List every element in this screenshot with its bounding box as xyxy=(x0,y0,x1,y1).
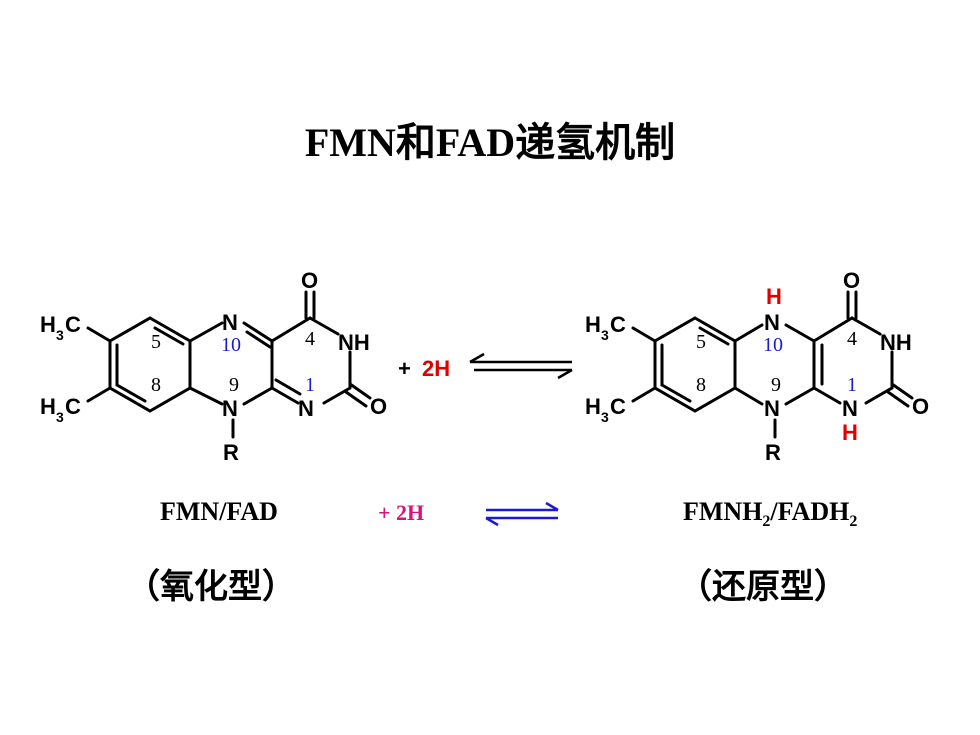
svg-text:H: H xyxy=(585,394,601,419)
equilibrium-arrow-icon xyxy=(469,352,573,380)
benzene-inner-bond xyxy=(698,326,730,346)
atom-nh: NH xyxy=(880,330,912,355)
methyl-bond xyxy=(631,386,657,403)
atom-o: O xyxy=(370,394,387,419)
atom-o: O xyxy=(301,268,318,293)
atom-o: O xyxy=(843,268,860,293)
bond xyxy=(850,316,882,336)
double-bond xyxy=(274,378,302,396)
oxidized-form-label: （氧化型） xyxy=(126,567,296,607)
svg-text:C: C xyxy=(610,394,626,419)
atom-h-red: H xyxy=(842,420,858,445)
ring-number: 5 xyxy=(151,331,161,353)
svg-text:3: 3 xyxy=(601,327,609,343)
atom-r: R xyxy=(765,440,781,465)
atom-n9: N xyxy=(222,396,238,421)
carbonyl-bond xyxy=(348,382,372,400)
bond xyxy=(733,386,764,406)
reduced-structure: H N N N H NH O O R H 3 C H 3 C 5 8 9 4 1… xyxy=(585,268,929,465)
bond xyxy=(188,386,224,406)
atom-n10: N xyxy=(764,310,780,335)
svg-text:C: C xyxy=(65,312,81,337)
ring-number-blue: 10 xyxy=(221,334,241,356)
oxidized-structure: N N N NH O O R H 3 C H 3 C 5 8 9 4 10 1 xyxy=(40,268,387,465)
svg-text:H: H xyxy=(585,312,601,337)
atom-o: O xyxy=(912,394,929,419)
atom-n1: N xyxy=(842,396,858,421)
svg-text:C: C xyxy=(610,312,626,337)
bond xyxy=(733,323,764,343)
reduced-name: FMNH2/FADH2 xyxy=(683,497,858,531)
benzene-ring xyxy=(653,316,737,413)
plus-sign: + xyxy=(398,356,411,381)
page-title: FMN和FAD递氢机制 xyxy=(304,120,676,165)
reagent-2h-bottom: + 2H xyxy=(378,500,425,525)
ring-number: 4 xyxy=(305,328,315,350)
atom-r: R xyxy=(223,440,239,465)
bond xyxy=(270,386,300,405)
bond xyxy=(812,316,854,343)
bond xyxy=(242,321,274,343)
ring-number: 8 xyxy=(696,374,706,396)
svg-text:H: H xyxy=(40,312,56,337)
ring-number-blue: 10 xyxy=(763,334,783,356)
methyl-group: H 3 C xyxy=(585,394,626,425)
oxidized-name: FMN/FAD xyxy=(160,497,278,526)
blue-equilibrium-arrow-icon xyxy=(485,501,559,527)
bond xyxy=(242,386,274,406)
reagent-2h: 2H xyxy=(422,356,450,381)
bond xyxy=(308,316,340,336)
ring-number: 8 xyxy=(151,374,161,396)
ring-number: 9 xyxy=(229,374,239,396)
bond xyxy=(812,386,842,405)
benzene-inner-bond xyxy=(153,326,185,346)
benzene-inner-bond xyxy=(115,383,147,403)
bond xyxy=(188,321,224,343)
atom-n9: N xyxy=(764,396,780,421)
svg-text:3: 3 xyxy=(56,327,64,343)
bond xyxy=(864,386,894,405)
atom-h-red: H xyxy=(766,284,782,309)
benzene-ring xyxy=(108,316,192,413)
svg-text:C: C xyxy=(65,394,81,419)
bond xyxy=(322,386,352,405)
methyl-group: H 3 C xyxy=(40,394,81,425)
carbonyl-bond xyxy=(886,390,910,408)
methyl-bond xyxy=(86,326,112,343)
ring-number: 4 xyxy=(847,328,857,350)
ring-number-blue: 1 xyxy=(305,374,315,396)
atom-nh: NH xyxy=(338,330,370,355)
ring-number: 9 xyxy=(771,374,781,396)
carbonyl-bond xyxy=(890,382,914,400)
double-bond xyxy=(245,330,272,349)
atom-n10: N xyxy=(222,310,238,335)
bond xyxy=(784,386,816,406)
bond xyxy=(270,316,312,343)
benzene-inner-bond xyxy=(660,383,692,403)
atom-n1: N xyxy=(298,396,314,421)
reduced-form-label: （还原型） xyxy=(678,567,848,607)
svg-text:3: 3 xyxy=(56,409,64,425)
ring-number: 5 xyxy=(696,331,706,353)
svg-text:H: H xyxy=(40,394,56,419)
methyl-bond xyxy=(631,326,657,343)
ring-number-blue: 1 xyxy=(847,374,857,396)
methyl-group: H 3 C xyxy=(585,312,626,343)
methyl-group: H 3 C xyxy=(40,312,81,343)
svg-text:3: 3 xyxy=(601,409,609,425)
methyl-bond xyxy=(86,386,112,403)
bond xyxy=(784,323,816,343)
carbonyl-bond xyxy=(344,390,368,408)
